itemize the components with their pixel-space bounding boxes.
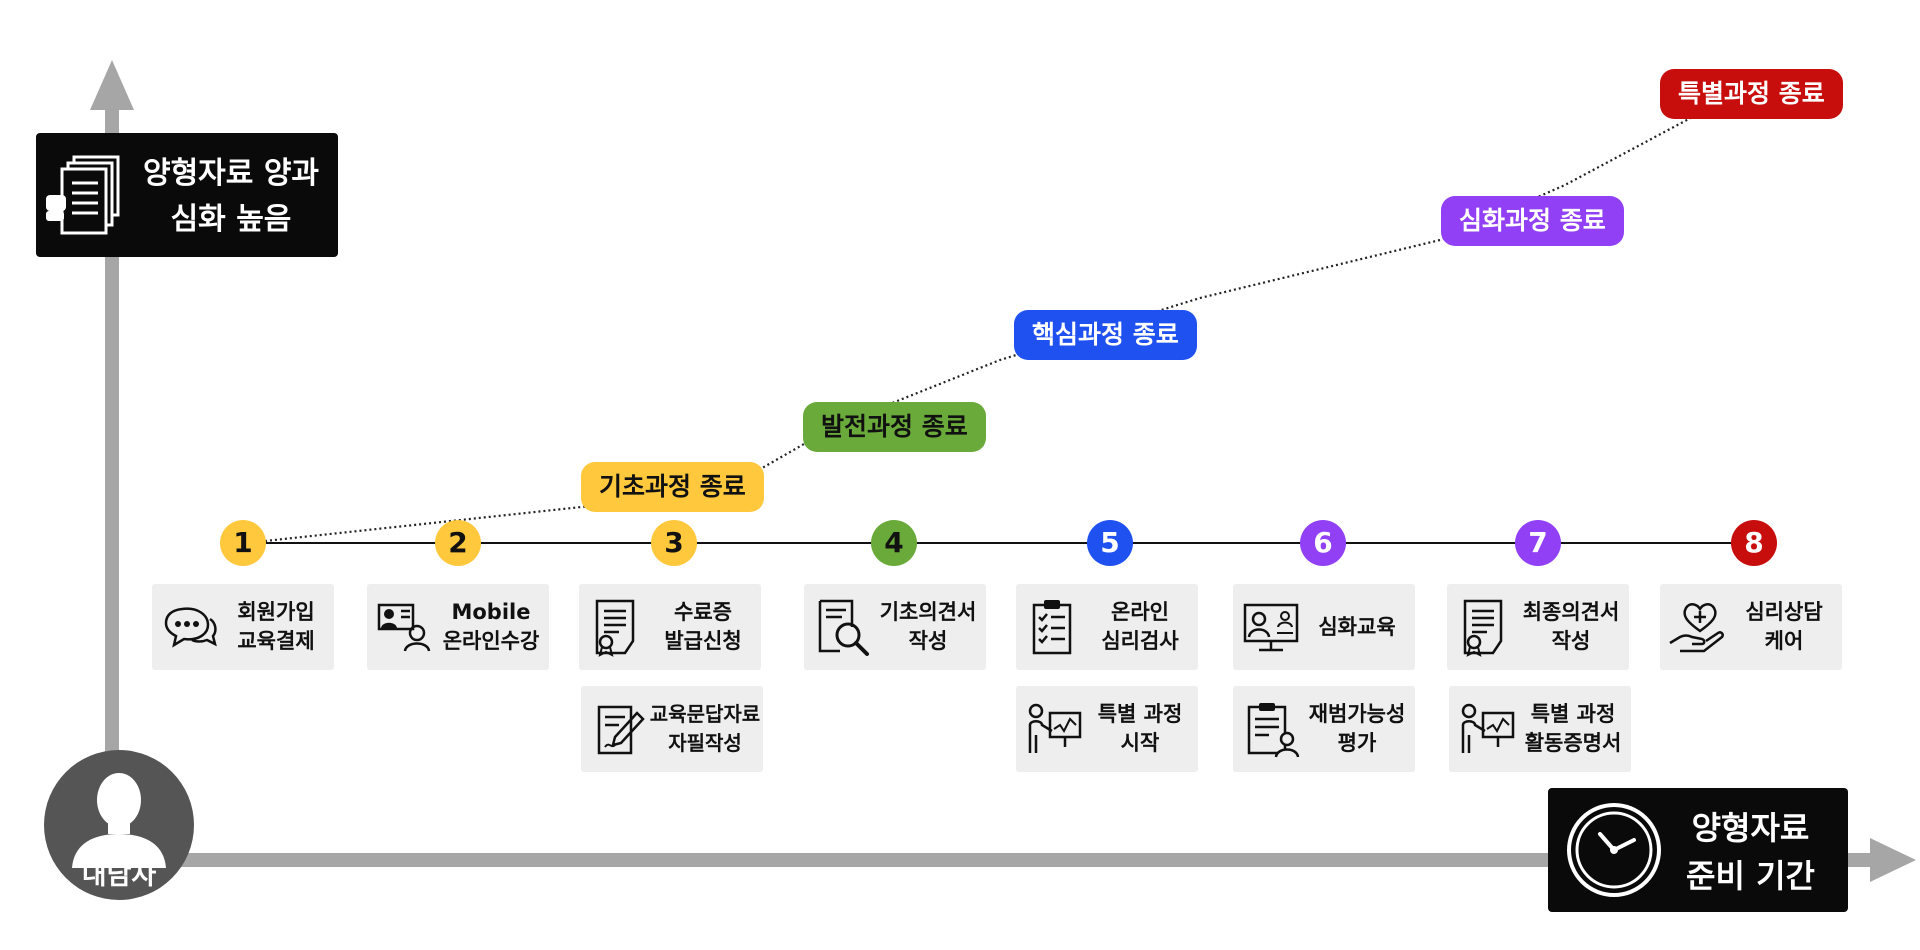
card-signup-payment: 회원가입 교육결제: [152, 584, 334, 670]
y-axis-line: [105, 95, 119, 795]
y-axis-arrowhead: [90, 60, 134, 110]
presenter-chart-icon: [1461, 703, 1515, 753]
actor-label: 내담자: [81, 860, 157, 891]
certificate-icon: [595, 599, 635, 657]
card-advanced-education: 심화교육: [1233, 584, 1415, 670]
card-label: 특별 과정 시작: [1097, 702, 1183, 755]
step-number-6: 6: [1300, 520, 1346, 566]
milestone-advanced: 심화과정 종료: [1441, 196, 1624, 246]
card-final-opinion: 최종의견서 작성: [1447, 584, 1629, 670]
card-certificate-request: 수료증 발급신청: [579, 584, 761, 670]
person-icon: [44, 750, 194, 900]
heart-hand-icon: [1669, 603, 1724, 653]
progress-dotted-line: [264, 112, 1701, 543]
card-mobile-online: Mobile 온라인수강: [367, 584, 549, 670]
milestone-basic: 기초과정 종료: [581, 462, 764, 512]
milestone-core: 핵심과정 종료: [1014, 310, 1197, 360]
card-special-activity-cert: 특별 과정 활동증명서: [1449, 686, 1631, 772]
document-stack-icon: [46, 155, 120, 235]
presenter-chart-icon: [1028, 703, 1082, 753]
card-label: 심리상담 케어: [1745, 600, 1823, 653]
step-number-5: 5: [1087, 520, 1133, 566]
card-label: 온라인 심리검사: [1101, 600, 1179, 653]
card-label: 수료증 발급신청: [664, 600, 742, 653]
chat-bubbles-icon: [164, 607, 217, 648]
card-special-start: 특별 과정 시작: [1016, 686, 1198, 772]
x-axis-label-box: 양형자료 준비 기간: [1548, 788, 1848, 912]
card-label: 최종의견서 작성: [1522, 600, 1620, 653]
x-axis-label: 양형자료 준비 기간: [1686, 809, 1815, 895]
card-label: 회원가입 교육결제: [237, 600, 315, 653]
step-number-3: 3: [651, 520, 697, 566]
y-axis-label-box: 양형자료 양과 심화 높음: [36, 133, 338, 257]
x-axis-line: [120, 853, 1880, 867]
card-label: 기초의견서 작성: [879, 600, 977, 653]
card-label: 심화교육: [1318, 614, 1396, 639]
milestone-special: 특별과정 종료: [1660, 69, 1843, 119]
card-basic-opinion: 기초의견서 작성: [804, 584, 986, 670]
video-class-icon: [1243, 603, 1299, 652]
card-psych-counseling: 심리상담 케어: [1660, 584, 1842, 670]
card-label: 교육문답자료 자필작성: [649, 702, 761, 755]
step-number-8: 8: [1731, 520, 1777, 566]
card-handwritten-qa: 교육문답자료 자필작성: [581, 686, 763, 772]
card-recidivism-eval: 재범가능성 평가: [1233, 686, 1415, 772]
card-label: 특별 과정 활동증명서: [1524, 702, 1622, 755]
step-number-4: 4: [871, 520, 917, 566]
certificate-icon: [1463, 599, 1503, 657]
step-number-1: 1: [220, 520, 266, 566]
online-lecture-icon: [377, 603, 431, 652]
clock-icon: [1567, 803, 1661, 897]
clipboard-person-icon: [1247, 703, 1300, 758]
card-online-psych-test: 온라인 심리검사: [1016, 584, 1198, 670]
card-label: 재범가능성 평가: [1308, 702, 1406, 755]
milestone-development: 발전과정 종료: [803, 402, 986, 452]
x-axis-arrowhead: [1870, 838, 1916, 882]
document-search-icon: [818, 599, 869, 656]
step-number-7: 7: [1515, 520, 1561, 566]
card-label: Mobile 온라인수강: [442, 600, 540, 653]
step-number-2: 2: [435, 520, 481, 566]
y-axis-label: 양형자료 양과 심화 높음: [142, 156, 320, 237]
handwriting-icon: [597, 705, 645, 755]
checklist-icon: [1032, 600, 1072, 655]
